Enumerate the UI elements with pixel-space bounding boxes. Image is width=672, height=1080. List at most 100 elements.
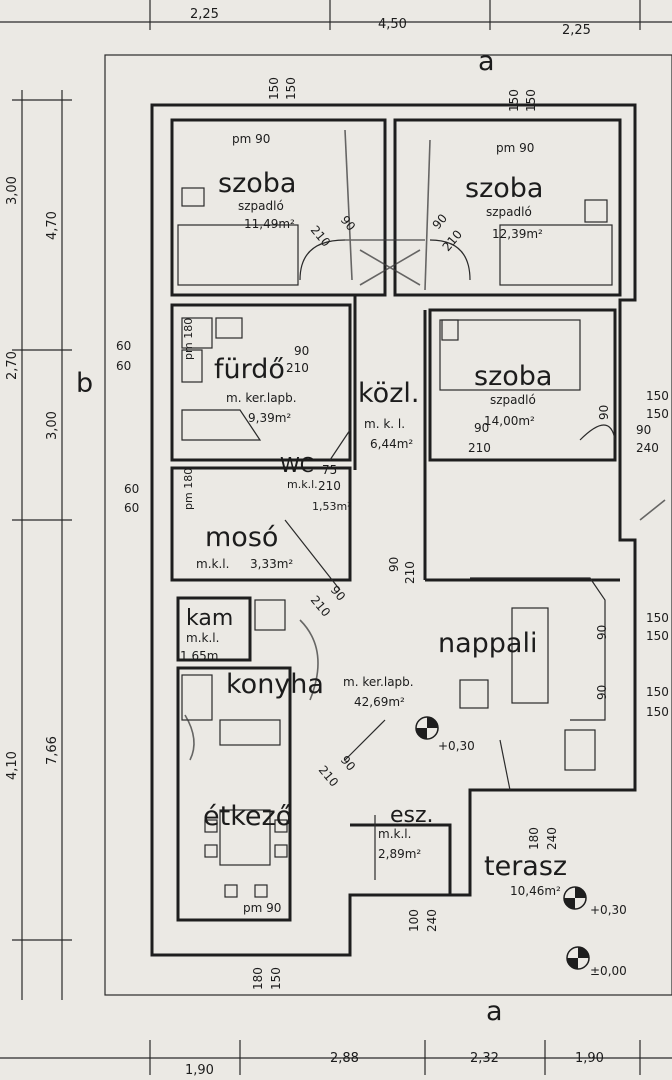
window-szoba3-sill: 90 xyxy=(597,405,611,420)
room-furdo-name: fürdő xyxy=(214,354,285,385)
window-nappali1-height: 150 xyxy=(646,629,669,643)
window-szoba2-label: pm 90 xyxy=(496,141,534,155)
room-szoba-3-name: szoba xyxy=(474,361,552,392)
dim-left-2: 3,00 xyxy=(5,176,20,205)
room-kam-floor: m.k.l. xyxy=(186,631,219,645)
room-kam-area: 1,65m xyxy=(180,649,218,663)
level-marker-outside xyxy=(566,946,590,970)
room-esz-floor: m.k.l. xyxy=(378,827,411,841)
pencil-marks xyxy=(184,129,666,761)
room-wc-area: 1,53m² xyxy=(312,500,352,513)
dim-top-3: 2,25 xyxy=(562,23,591,38)
window-szoba2-height: 150 xyxy=(524,89,538,112)
window-furdo-label: pm 180 xyxy=(182,318,195,360)
room-szoba-3-floor: szpadló xyxy=(490,393,536,407)
room-etkezo-name: étkező xyxy=(203,801,292,832)
room-szoba-2-floor: szpadló xyxy=(486,205,532,219)
door-entry-width: 100 xyxy=(407,909,421,932)
dim-bottom-3: 2,32 xyxy=(470,1051,499,1066)
window-nappali2-width: 150 xyxy=(646,685,669,699)
door-wc-height: 210 xyxy=(318,479,341,493)
door-terasz-width: 180 xyxy=(527,827,541,850)
dim-top-1: 2,25 xyxy=(190,7,219,22)
window-szoba3-width: 150 xyxy=(646,389,669,403)
window-szoba1-width: 150 xyxy=(267,77,281,100)
level-terasz-label: +0,30 xyxy=(590,903,627,917)
level-marker-nappali xyxy=(415,716,439,740)
door-nappali-height: 210 xyxy=(403,561,417,584)
window-etkezo-label: pm 90 xyxy=(243,901,281,915)
door-szoba3-width: 90 xyxy=(474,421,489,435)
level-outside-label: ±0,00 xyxy=(590,964,627,978)
dim-left-1: 4,70 xyxy=(45,211,60,240)
door-swings xyxy=(284,239,616,880)
window-nappali1-width: 150 xyxy=(646,611,669,625)
room-moso-area: 3,33m² xyxy=(250,557,293,571)
door-entry-height: 240 xyxy=(425,909,439,932)
window-nappali1-sill: 90 xyxy=(595,625,609,640)
window-furdo-w: 60 xyxy=(116,339,131,353)
window-szoba3-height: 150 xyxy=(646,407,669,421)
dim-left-5: 4,10 xyxy=(5,751,20,780)
window-etkezo-height: 150 xyxy=(269,967,283,990)
room-esz-name: esz. xyxy=(390,803,434,828)
room-furdo-floor: m. ker.lapb. xyxy=(226,391,297,405)
door-furdo-height: 210 xyxy=(286,361,309,375)
room-kozl-area: 6,44m² xyxy=(370,437,413,451)
door-szoba3-ext-height: 240 xyxy=(636,441,659,455)
room-nappali-floor: m. ker.lapb. xyxy=(343,675,414,689)
section-mark-a-bottom: a xyxy=(486,996,503,1027)
dim-left-4: 7,66 xyxy=(45,736,60,765)
room-wc-name: WC xyxy=(280,453,314,477)
walls xyxy=(150,103,637,957)
window-etkezo-width: 180 xyxy=(251,967,265,990)
dim-bottom-2: 2,88 xyxy=(330,1051,359,1066)
window-nappali2-sill: 90 xyxy=(595,685,609,700)
level-marker-terasz xyxy=(563,886,587,910)
dim-top-2: 4,50 xyxy=(378,17,407,32)
room-nappali-name: nappali xyxy=(438,628,537,659)
dim-bottom-1: 1,90 xyxy=(185,1063,214,1078)
room-terasz-name: terasz xyxy=(484,851,567,882)
room-furdo-area: 9,39m² xyxy=(248,411,291,425)
door-szoba3-height: 210 xyxy=(468,441,491,455)
dim-left-6: 2,70 xyxy=(5,351,20,380)
room-terasz-area: 10,46m² xyxy=(510,884,561,898)
room-moso-name: mosó xyxy=(205,522,278,553)
door-terasz-height: 240 xyxy=(545,827,559,850)
window-szoba1-label: pm 90 xyxy=(232,132,270,146)
window-szoba2-width: 150 xyxy=(507,89,521,112)
window-moso-label: pm 180 xyxy=(182,468,195,510)
dim-left-3: 3,00 xyxy=(45,411,60,440)
window-furdo-h: 60 xyxy=(116,359,131,373)
room-szoba-3-area: 14,00m² xyxy=(484,414,535,428)
window-moso-h: 60 xyxy=(124,501,139,515)
room-kozl-floor: m. k. l. xyxy=(364,417,405,431)
room-moso-floor: m.k.l. xyxy=(196,557,229,571)
room-kozl-name: közl. xyxy=(358,378,419,409)
window-nappali2-height: 150 xyxy=(646,705,669,719)
dim-bottom-4: 1,90 xyxy=(575,1051,604,1066)
section-mark-b: b xyxy=(76,368,93,399)
door-wc-width: 75 xyxy=(322,463,337,477)
room-kam-name: kam xyxy=(186,606,233,631)
window-szoba1-height: 150 xyxy=(284,77,298,100)
room-szoba-2-area: 12,39m² xyxy=(492,227,543,241)
door-nappali-width: 90 xyxy=(387,557,401,572)
room-wc-floor: m.k.l. xyxy=(287,478,318,491)
door-furdo-width: 90 xyxy=(294,344,309,358)
room-szoba-1-area: 11,49m² xyxy=(244,217,295,231)
room-szoba-1-floor: szpadló xyxy=(238,199,284,213)
section-mark-a-top: a xyxy=(478,46,495,77)
room-nappali-area: 42,69m² xyxy=(354,695,405,709)
furniture xyxy=(177,187,613,898)
door-szoba3-ext-width: 90 xyxy=(636,423,651,437)
level-nappali-label: +0,30 xyxy=(438,739,475,753)
room-esz-area: 2,89m² xyxy=(378,847,421,861)
room-szoba-1-name: szoba xyxy=(218,168,296,199)
window-moso-w: 60 xyxy=(124,482,139,496)
room-szoba-2-name: szoba xyxy=(465,173,543,204)
room-konyha-name: konyha xyxy=(226,669,324,700)
